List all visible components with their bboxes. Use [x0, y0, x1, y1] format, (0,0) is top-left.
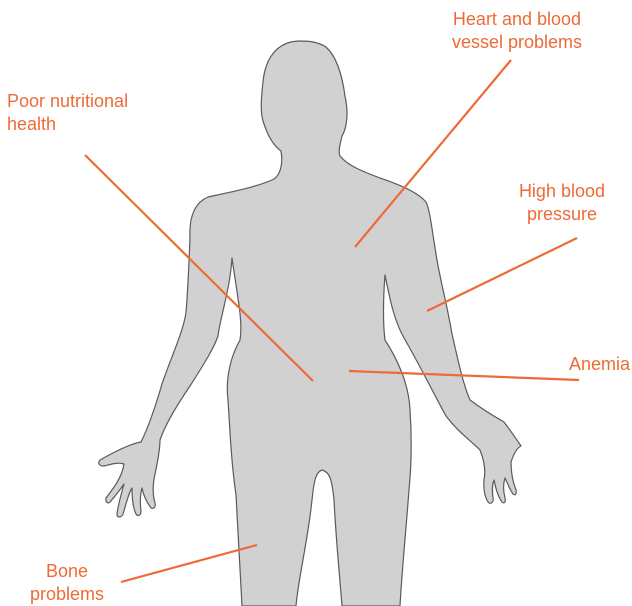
label-bone-problems: Bone problems: [30, 560, 104, 606]
label-poor-nutritional-health: Poor nutritional health: [7, 90, 128, 136]
label-anemia: Anemia: [569, 353, 630, 376]
label-blood-pressure-line1: High blood: [519, 180, 605, 203]
human-body-silhouette: [99, 41, 521, 606]
label-bone-line1: Bone: [30, 560, 104, 583]
blood-pressure-pointer-line: [427, 238, 577, 311]
label-heart-line1: Heart and blood: [452, 8, 582, 31]
label-anemia-line1: Anemia: [569, 353, 630, 376]
label-heart-and-blood-vessel: Heart and blood vessel problems: [452, 8, 582, 54]
label-bone-line2: problems: [30, 583, 104, 606]
label-nutrition-line2: health: [7, 113, 128, 136]
label-high-blood-pressure: High blood pressure: [519, 180, 605, 226]
bone-pointer-line: [121, 545, 257, 582]
label-heart-line2: vessel problems: [452, 31, 582, 54]
label-blood-pressure-line2: pressure: [519, 203, 605, 226]
label-nutrition-line1: Poor nutritional: [7, 90, 128, 113]
heart-pointer-line: [355, 60, 511, 247]
